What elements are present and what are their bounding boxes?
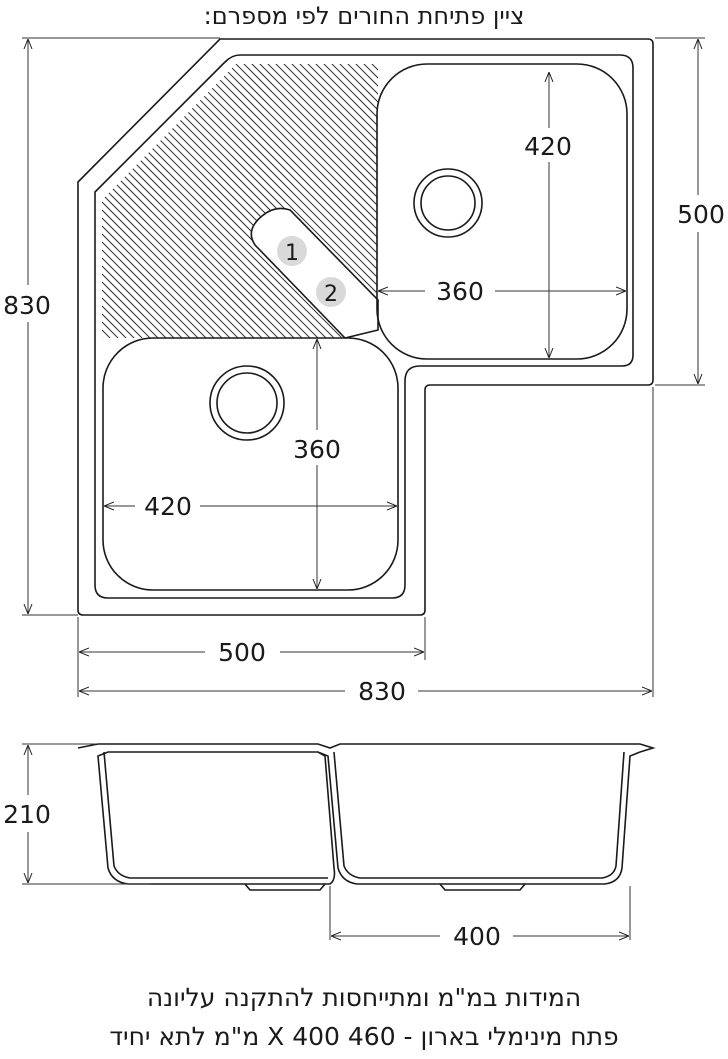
groove-line — [102, 75, 378, 338]
groove-line — [102, 64, 378, 337]
dim-right-side: 500 — [677, 200, 725, 229]
groove-line — [102, 64, 378, 338]
dim-left-side: 830 — [3, 291, 51, 320]
groove-line — [102, 64, 378, 338]
groove-line — [102, 64, 378, 338]
groove-line — [102, 64, 378, 233]
groove-line — [102, 64, 378, 338]
dim-left-bowl-width: 420 — [144, 492, 192, 521]
groove-line — [102, 64, 378, 338]
groove-line — [102, 64, 378, 338]
groove-line — [102, 67, 378, 338]
side-view — [77, 743, 656, 891]
groove-line — [102, 64, 378, 329]
groove-line — [102, 64, 378, 338]
groove-line — [102, 64, 378, 338]
groove-line — [102, 64, 378, 338]
diagram-title: ציין פתיחת החורים לפי מספרם: — [203, 2, 525, 30]
dim-right-bowl-height: 420 — [524, 132, 572, 161]
groove-line — [102, 64, 378, 338]
dim-depth: 210 — [3, 800, 51, 829]
groove-line — [102, 64, 378, 338]
groove-line — [102, 83, 378, 338]
dim-bowl-width: 400 — [453, 922, 501, 951]
dim-left-bowl-height: 360 — [293, 435, 341, 464]
groove-line — [102, 64, 378, 201]
sink-outline — [77, 38, 654, 616]
right-bowl — [376, 63, 628, 360]
groove-line — [102, 64, 378, 338]
groove-line — [102, 64, 378, 338]
groove-line — [102, 64, 378, 338]
groove-line — [102, 64, 378, 313]
hole-marker-2[interactable] — [316, 277, 346, 307]
groove-line — [102, 64, 378, 273]
groove-line — [102, 64, 378, 193]
groove-line — [102, 64, 378, 338]
groove-line — [102, 64, 378, 338]
groove-line — [102, 64, 378, 185]
groove-line — [102, 64, 378, 338]
dim-bottom-total: 830 — [358, 677, 406, 706]
groove-line — [102, 64, 378, 289]
groove-line — [102, 64, 378, 338]
groove-line — [102, 64, 378, 249]
groove-line — [102, 64, 378, 338]
right-drain-icon — [413, 168, 483, 238]
groove-line — [102, 64, 378, 321]
hole-marker-1-label: 1 — [285, 241, 299, 266]
left-bowl — [102, 337, 399, 591]
dim-bottom-short: 500 — [218, 638, 266, 667]
dim-right-bowl-width: 360 — [436, 277, 484, 306]
groove-line — [102, 64, 378, 209]
groove-line — [102, 64, 378, 297]
left-drain-icon — [209, 365, 285, 441]
note-min-opening: פתח מינימלי בארון - 460 X 400 מ"מ לתא יח… — [109, 1022, 619, 1051]
groove-line — [102, 64, 378, 338]
groove-line — [102, 64, 378, 338]
groove-line — [102, 64, 378, 338]
groove-line — [102, 64, 378, 338]
note-dimensions: המידות במ"מ ומתייחסות להתקנה עליונה — [146, 983, 582, 1012]
groove-line — [102, 64, 378, 241]
groove-line — [102, 64, 378, 338]
drainboard-grooves — [102, 64, 378, 338]
groove-line — [102, 64, 378, 338]
groove-line — [102, 64, 378, 305]
hole-marker-2-label: 2 — [324, 282, 338, 307]
groove-line — [102, 64, 378, 338]
groove-line — [102, 64, 378, 338]
hole-marker-1[interactable] — [277, 236, 307, 266]
groove-line — [102, 64, 378, 338]
groove-line — [102, 64, 378, 217]
sink-rim — [94, 54, 634, 599]
